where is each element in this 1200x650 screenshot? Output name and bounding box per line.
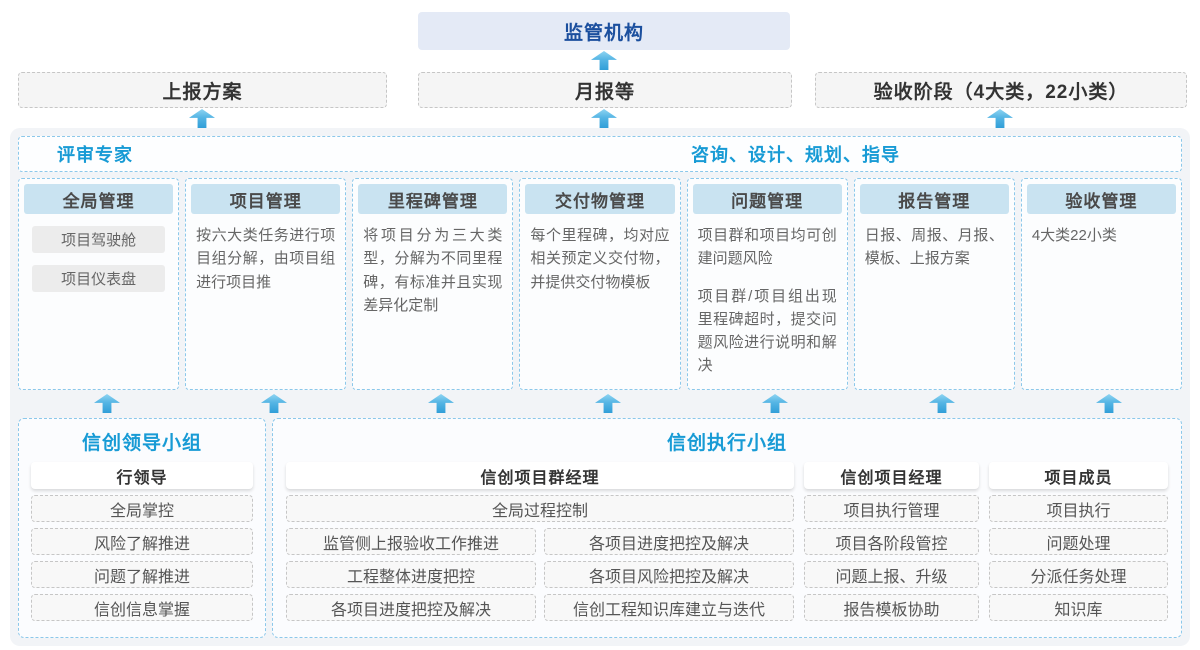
report-box-acceptance: 验收阶段（4大类，22小类） xyxy=(815,72,1187,108)
column-header: 里程碑管理 xyxy=(358,184,508,214)
project-manager-block: 信创项目经理 项目执行管理 项目各阶段管控 问题上报、升级 报告模板协助 xyxy=(804,462,979,621)
column-header: 项目管理 xyxy=(191,184,341,214)
column-report-management: 报告管理 日报、周报、月报、模板、上报方案 xyxy=(853,178,1015,390)
capability-columns: 全局管理 项目驾驶舱 项目仪表盘 项目管理 按六大类任务进行项目组分解，由项目组… xyxy=(18,178,1182,390)
list-item: 各项目进度把控及解决 xyxy=(286,594,536,621)
up-arrow-icon xyxy=(929,394,955,413)
program-manager-block: 信创项目群经理 全局过程控制 监管侧上报验收工作推进 工程整体进度把控 各项目进… xyxy=(286,462,794,621)
up-arrow-icon xyxy=(428,394,454,413)
report-box-plan: 上报方案 xyxy=(18,72,387,108)
column-description: 日报、周报、月报、模板、上报方案 xyxy=(864,227,1004,268)
report-box-label: 上报方案 xyxy=(162,81,243,103)
column-arrows-row xyxy=(18,394,1182,414)
list-item: 分派任务处理 xyxy=(989,561,1168,588)
platform-container: 评审专家 咨询、设计、规划、指导 全局管理 项目驾驶舱 项目仪表盘 项目管理 按… xyxy=(10,128,1190,646)
list-item: 风险了解推进 xyxy=(31,528,253,555)
column-issue-management: 问题管理 项目群和项目均可创建问题风险 项目群/项目组出现里程碑超时，提交问题风… xyxy=(686,178,848,390)
leader-group-title: 信创领导小组 xyxy=(81,433,202,454)
role-box-project-manager: 信创项目经理 xyxy=(804,462,979,489)
up-arrow-icon xyxy=(189,109,215,128)
report-box-label: 验收阶段（4大类，22小类） xyxy=(873,81,1129,103)
column-description: 将项目分为三大类型，分解为不同里程碑，有标准并且实现差异化定制 xyxy=(363,227,503,314)
execution-group: 信创执行小组 信创项目群经理 全局过程控制 监管侧上报验收工作推进 工程整体进度… xyxy=(272,418,1182,638)
up-arrow-icon xyxy=(591,109,617,128)
column-description: 4大类22小类 xyxy=(1031,227,1117,244)
column-acceptance-management: 验收管理 4大类22小类 xyxy=(1020,178,1182,390)
list-item: 工程整体进度把控 xyxy=(286,561,536,588)
role-box-member: 项目成员 xyxy=(989,462,1168,489)
column-description: 每个里程碑，均对应相关预定义交付物，并提供交付物模板 xyxy=(530,227,670,291)
list-item: 问题了解推进 xyxy=(31,561,253,588)
regulator-label: 监管机构 xyxy=(563,22,644,44)
up-arrow-icon xyxy=(762,394,788,413)
program-manager-right-column: 各项目进度把控及解决 各项目风险把控及解决 信创工程知识库建立与迭代 xyxy=(544,522,794,621)
list-item: 全局掌控 xyxy=(31,495,253,522)
report-box-label: 月报等 xyxy=(574,81,635,103)
advisor-strip: 评审专家 咨询、设计、规划、指导 xyxy=(18,136,1182,172)
report-box-monthly: 月报等 xyxy=(418,72,792,108)
program-manager-left-column: 监管侧上报验收工作推进 工程整体进度把控 各项目进度把控及解决 xyxy=(286,522,536,621)
pill-item: 项目驾驶舱 xyxy=(32,226,166,253)
column-description: 按六大类任务进行项目组分解，由项目组进行项目推 xyxy=(196,227,336,291)
column-header: 问题管理 xyxy=(692,184,842,214)
list-item: 各项目风险把控及解决 xyxy=(544,561,794,588)
list-item: 全局过程控制 xyxy=(286,495,794,522)
column-header: 报告管理 xyxy=(859,184,1009,214)
column-global-management: 全局管理 项目驾驶舱 项目仪表盘 xyxy=(18,178,180,390)
leader-group: 信创领导小组 行领导 全局掌控 风险了解推进 问题了解推进 信创信息掌握 xyxy=(18,418,266,638)
up-arrow-icon xyxy=(595,394,621,413)
list-item: 项目执行管理 xyxy=(804,495,979,522)
up-arrow-icon xyxy=(987,109,1013,128)
up-arrow-icon xyxy=(261,394,287,413)
member-block: 项目成员 项目执行 问题处理 分派任务处理 知识库 xyxy=(989,462,1168,621)
column-description: 项目群/项目组出现里程碑超时，提交问题风险进行说明和解决 xyxy=(697,287,837,375)
list-item: 各项目进度把控及解决 xyxy=(544,528,794,555)
up-arrow-icon xyxy=(94,394,120,413)
execution-group-title: 信创执行小组 xyxy=(666,433,787,454)
column-project-management: 项目管理 按六大类任务进行项目组分解，由项目组进行项目推 xyxy=(185,178,347,390)
up-arrow-icon xyxy=(1096,394,1122,413)
list-item: 知识库 xyxy=(989,594,1168,621)
reviewer-experts-title: 评审专家 xyxy=(57,145,133,165)
list-item: 问题上报、升级 xyxy=(804,561,979,588)
up-arrow-icon xyxy=(591,51,617,70)
column-header: 验收管理 xyxy=(1026,184,1176,214)
column-milestone-management: 里程碑管理 将项目分为三大类型，分解为不同里程碑，有标准并且实现差异化定制 xyxy=(352,178,514,390)
list-item: 项目执行 xyxy=(989,495,1168,522)
role-box-bank-leader: 行领导 xyxy=(31,462,253,489)
column-deliverable-management: 交付物管理 每个里程碑，均对应相关预定义交付物，并提供交付物模板 xyxy=(519,178,681,390)
pill-item: 项目仪表盘 xyxy=(32,265,166,292)
list-item: 信创信息掌握 xyxy=(31,594,253,621)
list-item: 问题处理 xyxy=(989,528,1168,555)
column-header: 全局管理 xyxy=(24,184,174,214)
column-description: 项目群和项目均可创建问题风险 xyxy=(697,227,837,268)
list-item: 信创工程知识库建立与迭代 xyxy=(544,594,794,621)
consulting-title: 咨询、设计、规划、指导 xyxy=(691,145,900,165)
regulator-box: 监管机构 xyxy=(418,12,790,50)
list-item: 监管侧上报验收工作推进 xyxy=(286,528,536,555)
column-header: 交付物管理 xyxy=(525,184,675,214)
list-item: 报告模板协助 xyxy=(804,594,979,621)
list-item: 项目各阶段管控 xyxy=(804,528,979,555)
role-box-program-manager: 信创项目群经理 xyxy=(286,462,794,489)
